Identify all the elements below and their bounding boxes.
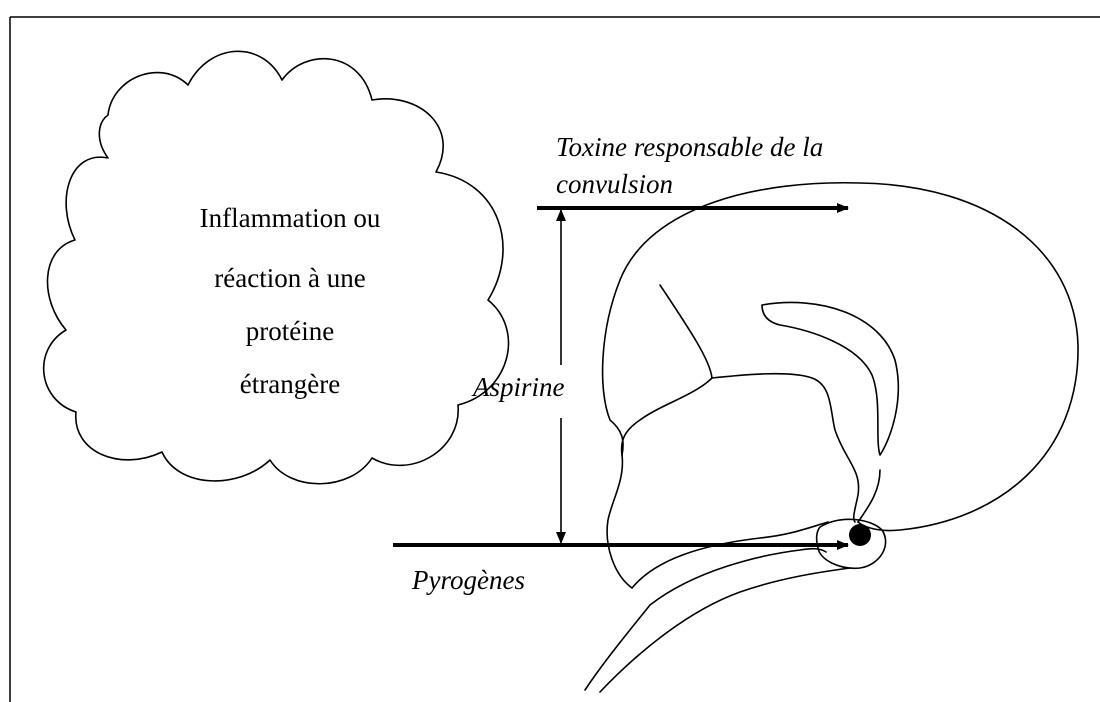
aspirin-label: Aspirine (471, 372, 565, 402)
page-border (9, 16, 1100, 702)
toxin-label-line-2: convulsion (556, 169, 673, 199)
toxin-label-line-1: Toxine responsable de la (556, 132, 823, 162)
inflammation-cloud (42, 50, 510, 485)
pyrogens-label: Pyrogènes (411, 565, 525, 595)
brain-drawing (584, 181, 1079, 693)
cloud-line-2: réaction à une (214, 263, 365, 293)
cloud-line-3: protéine (246, 316, 334, 346)
cloud-line-4: étrangère (240, 369, 340, 399)
cloud-line-1: Inflammation ou (200, 203, 381, 233)
hypothalamus-dot (849, 524, 871, 546)
